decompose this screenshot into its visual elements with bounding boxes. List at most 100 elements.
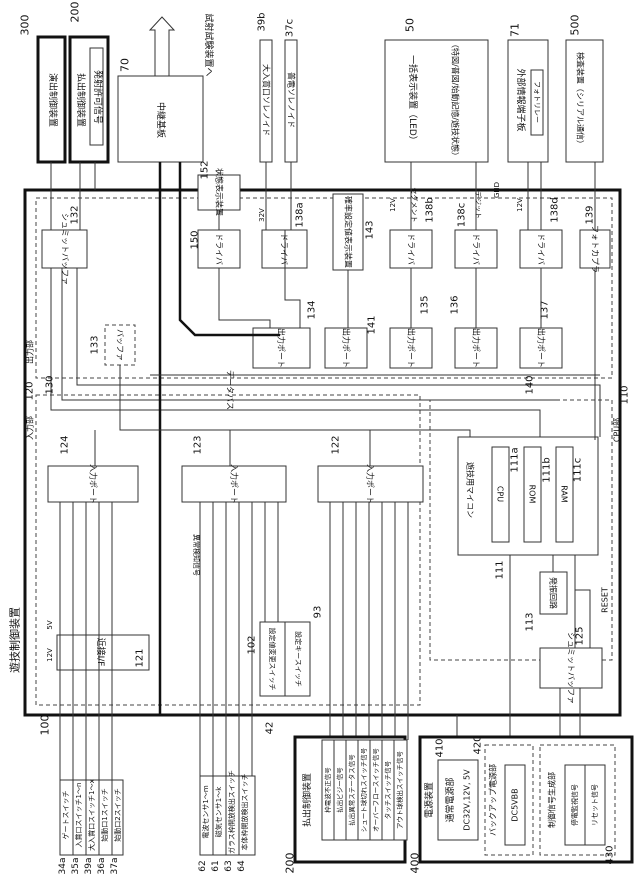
ref-135: 135 [420,295,431,314]
output-port-136-label: 出力ポート [472,328,482,368]
oscillator-label: 発振回路 [549,577,559,609]
ref-136: 136 [450,295,461,314]
ref-500: 500 [569,15,582,36]
switch-b-label: ガラス枠開放検出スイッチ [227,770,236,854]
ref-111a: 111a [510,447,521,472]
ref-132: 132 [70,205,81,224]
gnd-label: GND [493,182,501,198]
switch-a-label: ゲートスイッチ [61,791,70,840]
ref-110: 110 [620,385,631,404]
segment-label: セグメント [410,188,419,223]
probability-display-label: 確率設定値表示装置 [344,196,354,268]
external-terminal-label: 外部情報端子板 [515,68,527,131]
ref-137: 137 [540,300,551,319]
controller-title: 遊技制御装置 [8,607,22,673]
ref-430: 430 [605,845,616,864]
switch-b-ref: 64 [237,860,247,872]
input-section-label: 入力部 [25,416,35,440]
ref-130: 130 [45,375,56,394]
status-display-label: 状態表示装置 [215,168,225,216]
ref-39b: 39b [257,12,268,31]
switch-b-label: 本体枠開放検出スイッチ [240,774,249,851]
reset-signal: リセット信号 [590,784,599,826]
output-section-label: 出力部 [25,340,35,364]
ref-70: 70 [119,58,132,72]
switch-a-ref: 39a [84,858,94,874]
big-prize-solenoid-label: 大入賞口ソレノイド [262,64,272,136]
ref-71: 71 [509,23,522,37]
ref-138a: 138a [295,202,306,227]
ref-300: 300 [19,15,32,36]
ref-140: 140 [525,375,536,394]
payout-device-label: 払出制御装置 [301,773,313,827]
payout-signal-label: 枠電波不正信号 [323,767,332,813]
driver-138c-label: ドライバ [472,233,481,265]
ref-37c: 37c [285,19,296,37]
normal-solenoid-label: 普電ソレノイド [287,72,297,128]
payout-signal-label: 払出異常ステータス信号 [347,754,356,826]
ref-200-bottom: 200 [284,853,297,874]
abnormal-detect-signal-label: 異常検知信号 [192,534,201,576]
ref-133: 133 [90,335,101,354]
microcomputer-label: 遊技用マイコン [466,462,476,518]
switch-a-label: 大入賞口スイッチ1～x [87,779,96,851]
ref-111c: 111c [573,458,584,483]
batch-display-sub: （特図/普図/始動記憶/遊技状態） [451,40,461,160]
switch-a-label: 始動口2スイッチ [113,788,122,841]
switch-a-ref: 34a [58,858,68,874]
ref-120: 120 [25,381,36,400]
voltage-12v-d: 12V [516,198,524,212]
ram-label: RAM [560,485,569,503]
ref-138b: 138b [425,197,436,222]
ref-93: 93 [313,606,324,619]
batch-display-label: 一括表示装置（LED） [407,55,419,145]
control-signal-label: 制御信号生成部 [547,772,557,828]
switch-b-label: 電波センサ1～m [201,785,210,838]
voltage-32v: 32V [258,208,266,222]
voltage-12v-b: 12V [389,198,397,212]
input-port-122-label: 入力ポート [366,464,376,504]
ref-143: 143 [365,220,376,239]
effect-controller-label: 演出制御装置 [47,73,59,127]
switch-a-ref: 35a [71,858,81,874]
ref-113: 113 [525,612,536,631]
driver-138a-label: ドライバ [280,233,289,265]
ref-152: 152 [200,160,211,179]
ref-122: 122 [331,435,342,454]
photocoupler-label: フォトカプラ [591,225,600,273]
output-port-135-label: 出力ポート [407,328,417,368]
payout-signal-label: 払出ビジー信号 [335,767,344,813]
payout-signal-label: オーバーフロースイッチ信号 [371,748,380,832]
voltage-12v-121: 12V [46,648,54,662]
photo-relay-label: フォトリレー [533,81,541,123]
proximity-if-label: 近接I/F [95,638,107,667]
ref-139: 139 [585,205,596,224]
ref-125: 125 [575,626,586,645]
switch-b-ref: 63 [224,860,234,871]
ref-124: 124 [60,435,71,454]
ref-100: 100 [39,715,52,736]
inspection-device-label: 検査装置（シリアル通信） [576,52,586,148]
output-port-137-label: 出力ポート [537,328,547,368]
ref-141: 141 [367,315,378,334]
output-port-141-label: 出力ポート [342,328,352,368]
input-port-124-label: 入力ポート [89,464,99,504]
ref-410: 410 [435,738,446,757]
test-device-label: 試射試験装置へ [203,13,215,76]
ref-200-top: 200 [69,2,82,23]
payout-signal-label: シュート球切れスイッチ信号 [359,747,368,832]
ref-111: 111 [495,560,506,579]
driver-138b-label: ドライバ [407,233,416,265]
ref-400: 400 [409,853,422,874]
schmitt-buffer-132-label: シュミットバッファ [61,213,70,285]
normal-power-unit [438,760,478,840]
data-bus-label: データバス [226,370,236,410]
switch-a-ref: 37a [110,858,120,874]
payout-controller-label: 払出制御装置 [75,73,87,127]
ref-134: 134 [307,300,318,319]
normal-power-label: 通常電源部 [444,777,456,822]
output-port-134-label: 出力ポート [277,328,287,368]
driver-150-label: ドライバ [215,233,224,265]
switch-a-ref: 36a [97,858,107,874]
